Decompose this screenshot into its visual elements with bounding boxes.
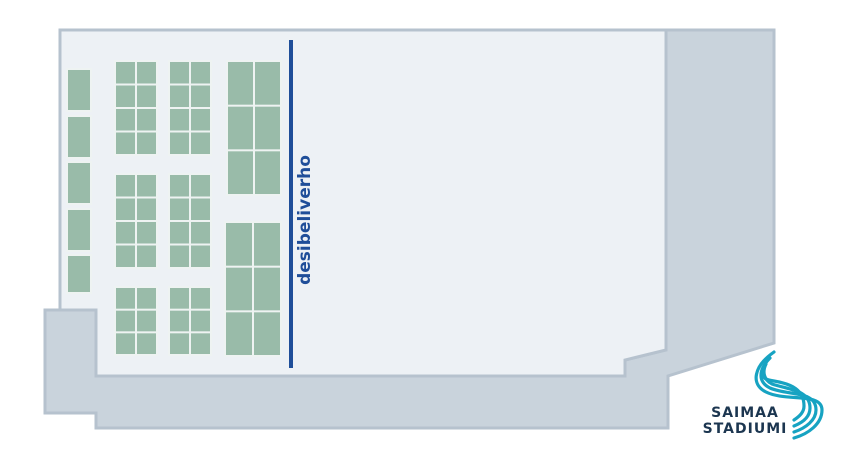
seat bbox=[116, 288, 135, 309]
seat-block-2 bbox=[168, 60, 212, 156]
seat bbox=[191, 333, 210, 354]
seat-block-1 bbox=[114, 60, 158, 156]
seat bbox=[68, 256, 90, 292]
seat bbox=[170, 132, 189, 154]
seat bbox=[170, 62, 189, 84]
seat bbox=[254, 267, 280, 311]
large-seat-block-lower bbox=[224, 221, 282, 357]
seat bbox=[191, 288, 210, 309]
seat bbox=[254, 312, 280, 355]
seat-block-bottom-2 bbox=[168, 286, 212, 356]
seat bbox=[116, 198, 135, 220]
seat bbox=[116, 245, 135, 267]
seat bbox=[170, 333, 189, 354]
seat bbox=[68, 70, 90, 110]
seat bbox=[170, 310, 189, 332]
seating-area bbox=[66, 60, 282, 357]
seat bbox=[191, 245, 210, 267]
seat bbox=[68, 117, 90, 157]
seat bbox=[191, 62, 210, 84]
seat bbox=[226, 267, 252, 311]
seat bbox=[116, 62, 135, 84]
seat bbox=[116, 132, 135, 154]
seat bbox=[170, 288, 189, 309]
seat bbox=[137, 288, 156, 309]
seat bbox=[116, 175, 135, 197]
seat bbox=[228, 62, 253, 105]
seat bbox=[170, 85, 189, 107]
logo-swirl-icon bbox=[754, 350, 824, 440]
seat bbox=[137, 62, 156, 84]
seat bbox=[191, 198, 210, 220]
seat bbox=[191, 132, 210, 154]
seat bbox=[137, 245, 156, 267]
seat bbox=[116, 333, 135, 354]
seat-block-3 bbox=[114, 173, 158, 269]
seat bbox=[170, 222, 189, 244]
seat bbox=[116, 109, 135, 131]
seat bbox=[137, 109, 156, 131]
seat bbox=[228, 151, 253, 194]
seat bbox=[170, 245, 189, 267]
left-seat-block-2 bbox=[66, 115, 92, 159]
seat bbox=[170, 198, 189, 220]
seat bbox=[137, 310, 156, 332]
seat bbox=[137, 333, 156, 354]
seat bbox=[255, 62, 280, 105]
seat bbox=[68, 163, 90, 203]
seat bbox=[228, 106, 253, 150]
seat bbox=[116, 222, 135, 244]
large-seat-block-upper bbox=[226, 60, 282, 196]
seat-block-bottom-1 bbox=[114, 286, 158, 356]
left-seat-block-1 bbox=[66, 68, 92, 112]
seat bbox=[170, 109, 189, 131]
seat bbox=[116, 310, 135, 332]
seat bbox=[255, 106, 280, 150]
seat-block-4 bbox=[168, 173, 212, 269]
seat bbox=[191, 175, 210, 197]
logo-line-1: SAIMAA bbox=[711, 405, 779, 421]
seat bbox=[254, 223, 280, 266]
seat bbox=[191, 109, 210, 131]
seat bbox=[68, 210, 90, 250]
seat bbox=[170, 175, 189, 197]
seat bbox=[137, 175, 156, 197]
seat bbox=[137, 132, 156, 154]
seat bbox=[226, 223, 252, 266]
seat bbox=[137, 85, 156, 107]
seat bbox=[191, 85, 210, 107]
seat bbox=[191, 222, 210, 244]
saimaa-stadiumi-logo: SAIMAA STADIUMI bbox=[703, 350, 824, 440]
seat bbox=[226, 312, 252, 355]
left-seat-block-3 bbox=[66, 161, 92, 205]
seat bbox=[137, 222, 156, 244]
seat bbox=[137, 198, 156, 220]
logo-line-2: STADIUMI bbox=[703, 421, 788, 437]
seat bbox=[116, 85, 135, 107]
left-seat-block-5 bbox=[66, 254, 92, 294]
decibel-curtain-label: desibeliverho bbox=[295, 155, 315, 285]
seat bbox=[255, 151, 280, 194]
seat bbox=[191, 310, 210, 332]
left-seat-block-4 bbox=[66, 208, 92, 252]
